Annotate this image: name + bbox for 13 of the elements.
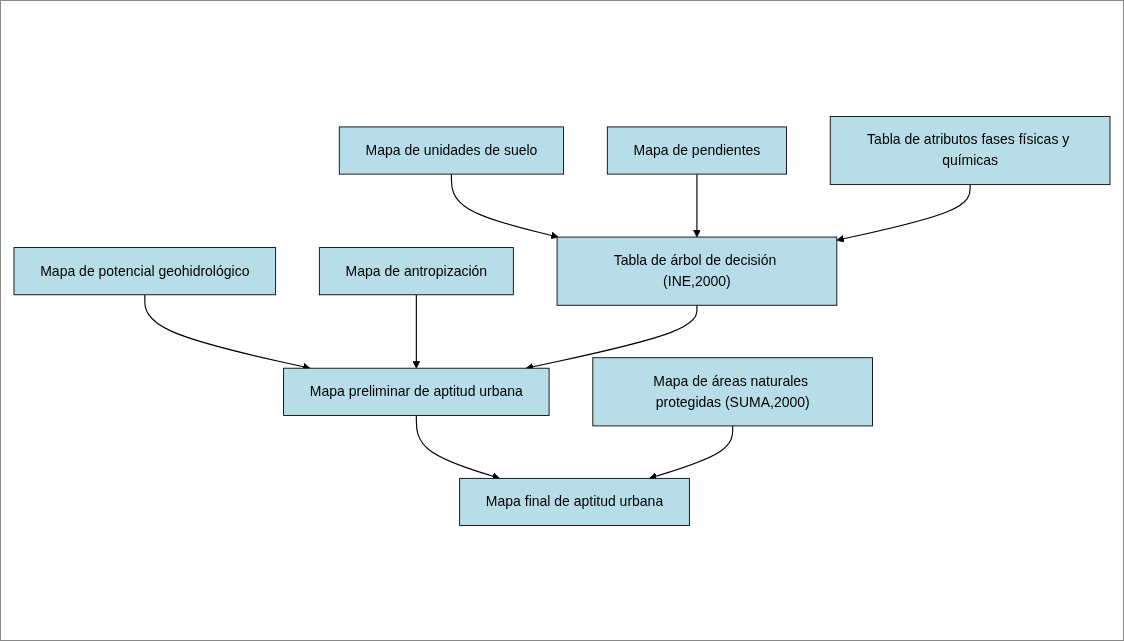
arrow: [693, 173, 701, 237]
arrow: [450, 173, 559, 239]
node-box: Mapa de potencial geohidrológico: [13, 246, 277, 295]
node-box: Tabla de atributos fases físicas y químicas: [829, 115, 1111, 185]
arrow: [412, 293, 421, 369]
node-box: Mapa de pendientes: [606, 126, 787, 175]
node-box: Mapa preliminar de aptitud urbana: [283, 367, 550, 416]
node-box: Tabla de árbol de decisión (INE,2000): [556, 236, 838, 306]
node-box: Mapa de unidades de suelo: [338, 126, 565, 175]
arrow: [836, 183, 971, 243]
node-box: Mapa final de aptitud urbana: [459, 477, 690, 526]
node-box: Mapa de áreas naturales protegidas (SUMA,2000): [592, 356, 873, 426]
node-box: Mapa de antropización: [318, 246, 514, 295]
